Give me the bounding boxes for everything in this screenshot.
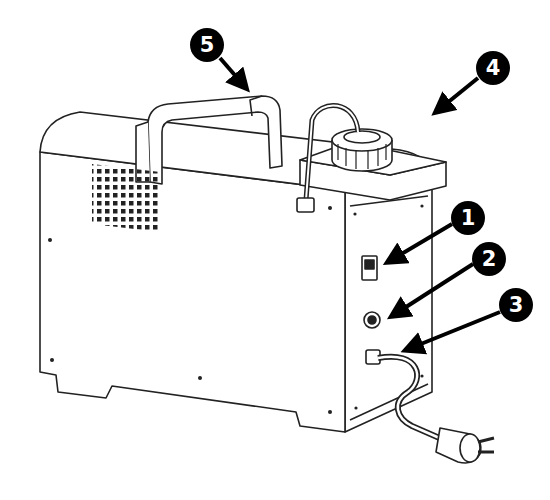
callout-number: 4 [477,52,509,84]
callout-number: 3 [500,289,532,321]
callout-number: 5 [191,29,223,61]
callout-number: 2 [473,243,505,275]
callout-number: 1 [452,202,484,234]
